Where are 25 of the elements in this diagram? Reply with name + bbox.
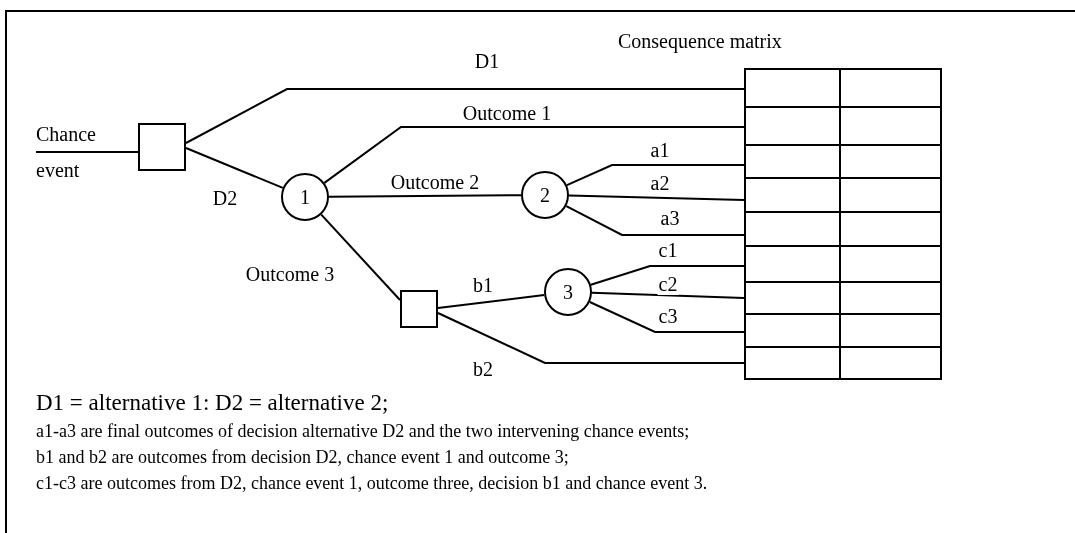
footnote: b1 and b2 are outcomes from decision D2, chance event 1 and outcome 3; bbox=[36, 447, 569, 468]
branch-line bbox=[437, 312, 745, 364]
footnote: c1-c3 are outcomes from D2, chance event 1, outcome three, decision b1 and chance event 3. bbox=[36, 473, 708, 494]
event-label: Chance event bbox=[36, 116, 116, 188]
branch-line bbox=[323, 126, 745, 184]
footnote: a1-a3 are final outcomes of decision alternative D2 and the two intervening chance events; bbox=[36, 421, 690, 442]
chance-node: 3 bbox=[544, 268, 592, 316]
footnote: D1 = alternative 1: D2 = alternative 2; bbox=[36, 390, 389, 416]
chance-node: 1 bbox=[281, 173, 329, 221]
branch-line bbox=[588, 301, 745, 333]
decision-node bbox=[138, 123, 186, 171]
branch-line bbox=[320, 213, 401, 301]
branch-line bbox=[589, 265, 745, 286]
branch-line bbox=[568, 194, 745, 201]
decision-node bbox=[400, 290, 438, 328]
matrix-title: Consequence matrix bbox=[618, 30, 782, 53]
branch-line bbox=[565, 205, 745, 236]
branch-line bbox=[35, 151, 139, 153]
chance-node: 2 bbox=[521, 171, 569, 219]
branch-line bbox=[328, 194, 522, 198]
branch-line bbox=[565, 164, 745, 187]
branch-line bbox=[591, 291, 745, 299]
branch-line bbox=[437, 293, 546, 309]
branch-line bbox=[185, 88, 745, 144]
branch-line bbox=[185, 147, 284, 189]
